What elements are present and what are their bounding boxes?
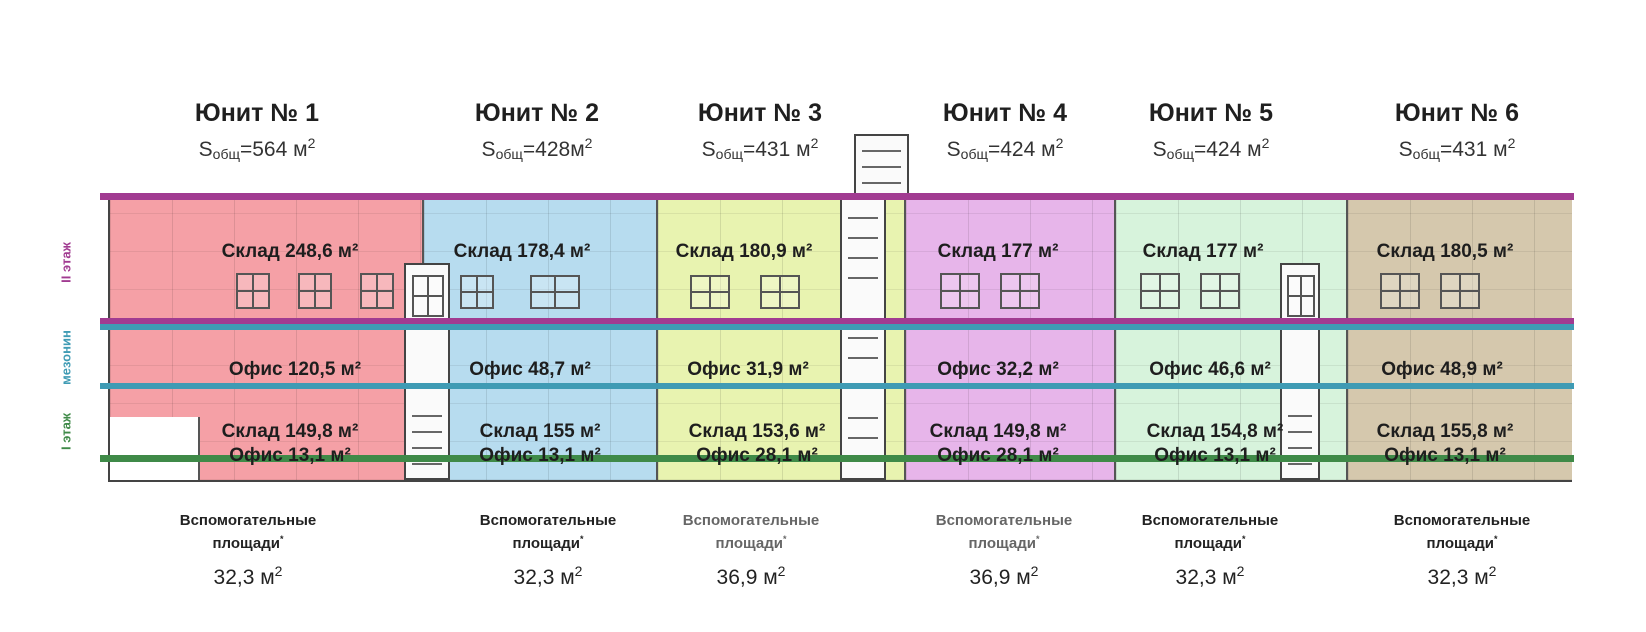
- room-label-mez-unit2: Офис 48,7 м²: [469, 359, 591, 380]
- window: [1140, 273, 1180, 309]
- unit-title: Юнит № 3: [697, 99, 823, 127]
- room-label-f2-unit3: Склад 180,9 м²: [675, 241, 813, 262]
- aux-value: 32,3 м2: [213, 563, 283, 589]
- room-label-office: Офис 28,1 м²: [696, 445, 818, 466]
- room-label-office: Офис 13,1 м²: [1384, 445, 1506, 466]
- unit-area: Sобщ=428м2: [481, 135, 593, 162]
- unit-header-3: Юнит № 3 Sобщ=431 м2: [655, 98, 865, 169]
- room-label-f2-unit4: Склад 177 м²: [937, 241, 1059, 262]
- floor-line-mezzanine-top: [100, 318, 1574, 325]
- building-section: [108, 193, 1572, 482]
- open-area: [110, 417, 200, 480]
- window: [1000, 273, 1040, 309]
- unit-title: Юнит № 6: [1394, 99, 1520, 127]
- room-label-warehouse: Склад 149,8 м²: [221, 421, 359, 442]
- stair-tower-3: [1280, 263, 1320, 480]
- room-label-warehouse: Склад 155 м²: [479, 421, 601, 442]
- room-label-f1-unit2: Склад 155 м² Офис 13,1 м²: [460, 420, 620, 468]
- unit-title: Юнит № 5: [1148, 99, 1274, 127]
- window: [460, 275, 494, 309]
- unit-title: Юнит № 4: [942, 99, 1068, 127]
- room-label-f1-unit5: Склад 154,8 м² Офис 13,1 м²: [1130, 420, 1300, 468]
- unit-block-6: [1348, 195, 1572, 480]
- room-label-office: Офис 13,1 м²: [1154, 445, 1276, 466]
- unit-header-1: Юнит № 1 Sобщ=564 м2: [152, 98, 362, 169]
- unit-area: Sобщ=431 м2: [701, 135, 819, 162]
- unit-area: Sобщ=564 м2: [198, 135, 316, 162]
- room-label-office: Офис 28,1 м²: [937, 445, 1059, 466]
- room-label-f2-unit2: Склад 178,4 м²: [453, 241, 591, 262]
- room-label-mez-unit1: Офис 120,5 м²: [228, 359, 362, 380]
- aux-value: 36,9 м2: [716, 563, 786, 589]
- room-label-mez-unit6: Офис 48,9 м²: [1381, 359, 1503, 380]
- unit-title: Юнит № 2: [474, 99, 600, 127]
- floor-line-roof: [100, 193, 1574, 200]
- window: [1440, 273, 1480, 309]
- unit-header-2: Юнит № 2 Sобщ=428м2: [432, 98, 642, 169]
- room-label-f1-unit3: Склад 153,6 м² Офис 28,1 м²: [672, 420, 842, 468]
- unit-area: Sобщ=424 м2: [1152, 135, 1270, 162]
- room-label-f2-unit5: Склад 177 м²: [1142, 241, 1264, 262]
- unit-area: Sобщ=424 м2: [946, 135, 1064, 162]
- unit-title: Юнит № 1: [194, 99, 320, 127]
- unit-block-4: [906, 195, 1116, 480]
- window: [690, 275, 730, 309]
- unit-area: Sобщ=431 м2: [1398, 135, 1516, 162]
- room-label-f1-unit6: Склад 155,8 м² Офис 13,1 м²: [1355, 420, 1535, 468]
- window: [1200, 273, 1240, 309]
- floor-line-first: [100, 383, 1574, 389]
- room-label-mez-unit5: Офис 46,6 м²: [1149, 359, 1271, 380]
- room-label-warehouse: Склад 153,6 м²: [688, 421, 826, 442]
- window: [360, 273, 394, 309]
- unit-block-2: [424, 195, 658, 480]
- room-label-office: Офис 13,1 м²: [479, 445, 601, 466]
- aux-value: 32,3 м2: [513, 563, 583, 589]
- unit-header-5: Юнит № 5 Sобщ=424 м2: [1106, 98, 1316, 169]
- stair-tower-2: [840, 195, 886, 480]
- window: [298, 273, 332, 309]
- room-label-warehouse: Склад 154,8 м²: [1146, 421, 1284, 442]
- room-label-warehouse: Склад 155,8 м²: [1376, 421, 1514, 442]
- stair-tower-1: [404, 263, 450, 480]
- aux-value: 36,9 м2: [969, 563, 1039, 589]
- unit-header-6: Юнит № 6 Sобщ=431 м2: [1352, 98, 1562, 169]
- floor-line-mezzanine: [100, 324, 1574, 330]
- unit-header-4: Юнит № 4 Sобщ=424 м2: [900, 98, 1110, 169]
- floor-line-ground: [100, 455, 1574, 462]
- roof-stair-tower: [854, 134, 909, 196]
- window: [530, 275, 580, 309]
- window: [940, 273, 980, 309]
- window: [760, 275, 800, 309]
- window: [236, 273, 270, 309]
- room-label-f2-unit6: Склад 180,5 м²: [1376, 241, 1514, 262]
- window: [1380, 273, 1420, 309]
- aux-value: 32,3 м2: [1427, 563, 1497, 589]
- room-label-mez-unit3: Офис 31,9 м²: [687, 359, 809, 380]
- aux-value: 32,3 м2: [1175, 563, 1245, 589]
- room-label-mez-unit4: Офис 32,2 м²: [937, 359, 1059, 380]
- floor-label-1: I этаж: [58, 412, 74, 451]
- room-label-f1-unit1: Склад 149,8 м² Офис 13,1 м²: [200, 420, 380, 468]
- room-label-office: Офис 13,1 м²: [229, 445, 351, 466]
- room-label-f2-unit1: Склад 248,6 м²: [221, 241, 359, 262]
- room-label-warehouse: Склад 149,8 м²: [929, 421, 1067, 442]
- room-label-f1-unit4: Склад 149,8 м² Офис 28,1 м²: [908, 420, 1088, 468]
